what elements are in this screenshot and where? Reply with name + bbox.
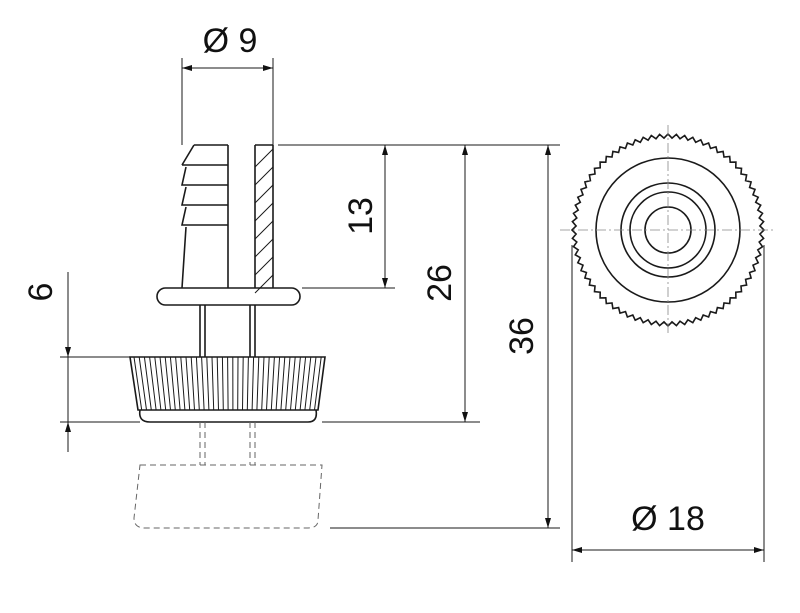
- dim-overall-height: 36: [503, 317, 541, 355]
- dim-barb-length: 13: [342, 197, 380, 235]
- dim-tube-diameter: Ø 9: [203, 22, 258, 60]
- extension-lines: [60, 58, 765, 562]
- dim-knob-diameter: Ø 18: [631, 500, 705, 538]
- top-view: [560, 125, 776, 335]
- dim-knob-height: 6: [22, 283, 60, 302]
- dim-knob-to-top: 26: [421, 264, 459, 302]
- dimension-lines: [65, 65, 764, 553]
- side-view: [129, 144, 326, 529]
